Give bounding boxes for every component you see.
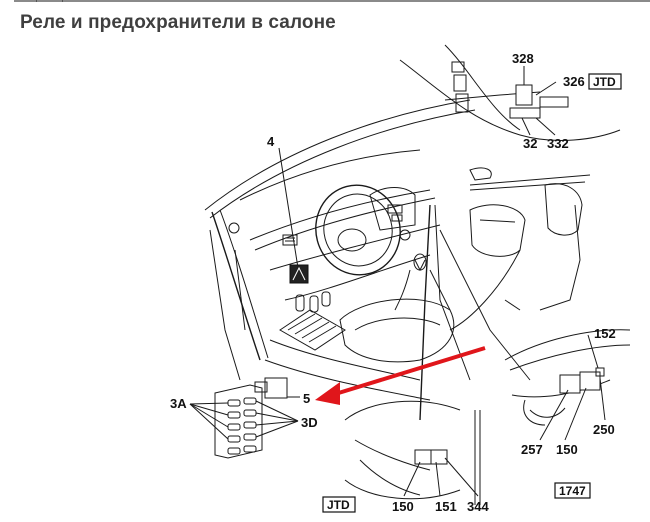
jtd-tag-top-box: [588, 73, 622, 90]
callout-332: 332: [547, 136, 569, 151]
top-border: [14, 0, 650, 2]
jtd-tag-top: JTD: [593, 75, 616, 89]
jtd-tag-bottom: JTD: [327, 498, 350, 512]
callout-326: 326: [563, 74, 585, 89]
callout-328: 328: [512, 51, 534, 66]
page-title: Реле и предохранители в салоне: [20, 12, 336, 33]
car-interior-drawing: [204, 44, 631, 505]
callout-3a: 3A: [170, 396, 187, 411]
leader-lines: [189, 66, 606, 497]
callout-257: 257: [521, 442, 543, 457]
figure-number: 1747: [559, 484, 586, 498]
red-pointer-arrow: [315, 346, 486, 405]
callout-344: 344: [467, 499, 489, 514]
callout-32: 32: [523, 136, 537, 151]
jtd-tag-bottom-box: [322, 496, 356, 513]
callout-4: 4: [267, 134, 275, 149]
figure-number-box: [554, 482, 591, 499]
callout-151: 151: [435, 499, 457, 514]
callout-152: 152: [594, 326, 616, 341]
fuse-block-drawing: [214, 377, 288, 459]
callout-3d: 3D: [301, 415, 318, 430]
callout-150-bottom: 150: [392, 499, 414, 514]
callout-5: 5: [303, 391, 310, 406]
callout-250: 250: [593, 422, 615, 437]
callout-150-right: 150: [556, 442, 578, 457]
